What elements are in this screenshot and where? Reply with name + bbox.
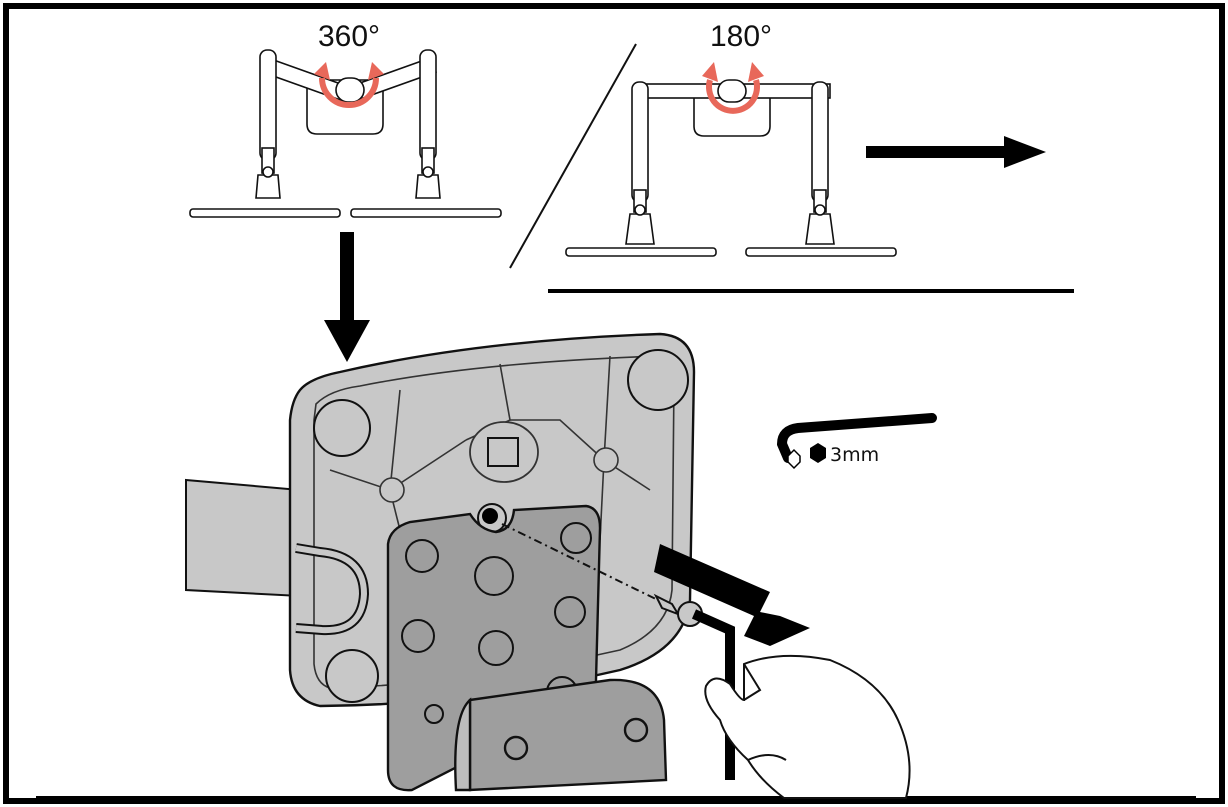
column-left bbox=[259, 49, 277, 161]
base-plate-left bbox=[189, 208, 341, 218]
hex-key-icon bbox=[776, 413, 937, 463]
arm-beam bbox=[185, 478, 301, 598]
hex-nut-icon bbox=[787, 443, 826, 470]
base-plate-right bbox=[350, 208, 502, 218]
alignment-line bbox=[501, 523, 663, 603]
arm-config-360 bbox=[189, 49, 502, 218]
base-plate-right bbox=[745, 247, 897, 257]
column-left bbox=[631, 81, 649, 203]
bracket-pads bbox=[313, 349, 689, 703]
diagram-border bbox=[3, 3, 1225, 804]
direction-arrow-icon bbox=[324, 232, 370, 362]
direction-arrow-icon bbox=[654, 544, 810, 646]
hex-key-size-label: 3mm bbox=[830, 444, 879, 466]
column-right bbox=[811, 81, 829, 203]
hand-icon bbox=[704, 654, 911, 799]
arm-config-180 bbox=[565, 79, 897, 257]
screw-hole bbox=[477, 503, 507, 533]
divider-diagonal bbox=[509, 43, 637, 269]
rotation-label-360: 360° bbox=[318, 20, 380, 53]
rotation-arrow-icon bbox=[702, 62, 764, 114]
bracket-ribs bbox=[329, 355, 651, 541]
direction-arrow-icon bbox=[866, 136, 1046, 168]
clamp-block bbox=[454, 678, 668, 792]
center-hub bbox=[469, 421, 539, 483]
rotation-label-180: 180° bbox=[710, 20, 772, 53]
base-plate-left bbox=[565, 247, 717, 257]
rotation-arrow-icon bbox=[314, 62, 384, 108]
column-right bbox=[419, 49, 437, 161]
